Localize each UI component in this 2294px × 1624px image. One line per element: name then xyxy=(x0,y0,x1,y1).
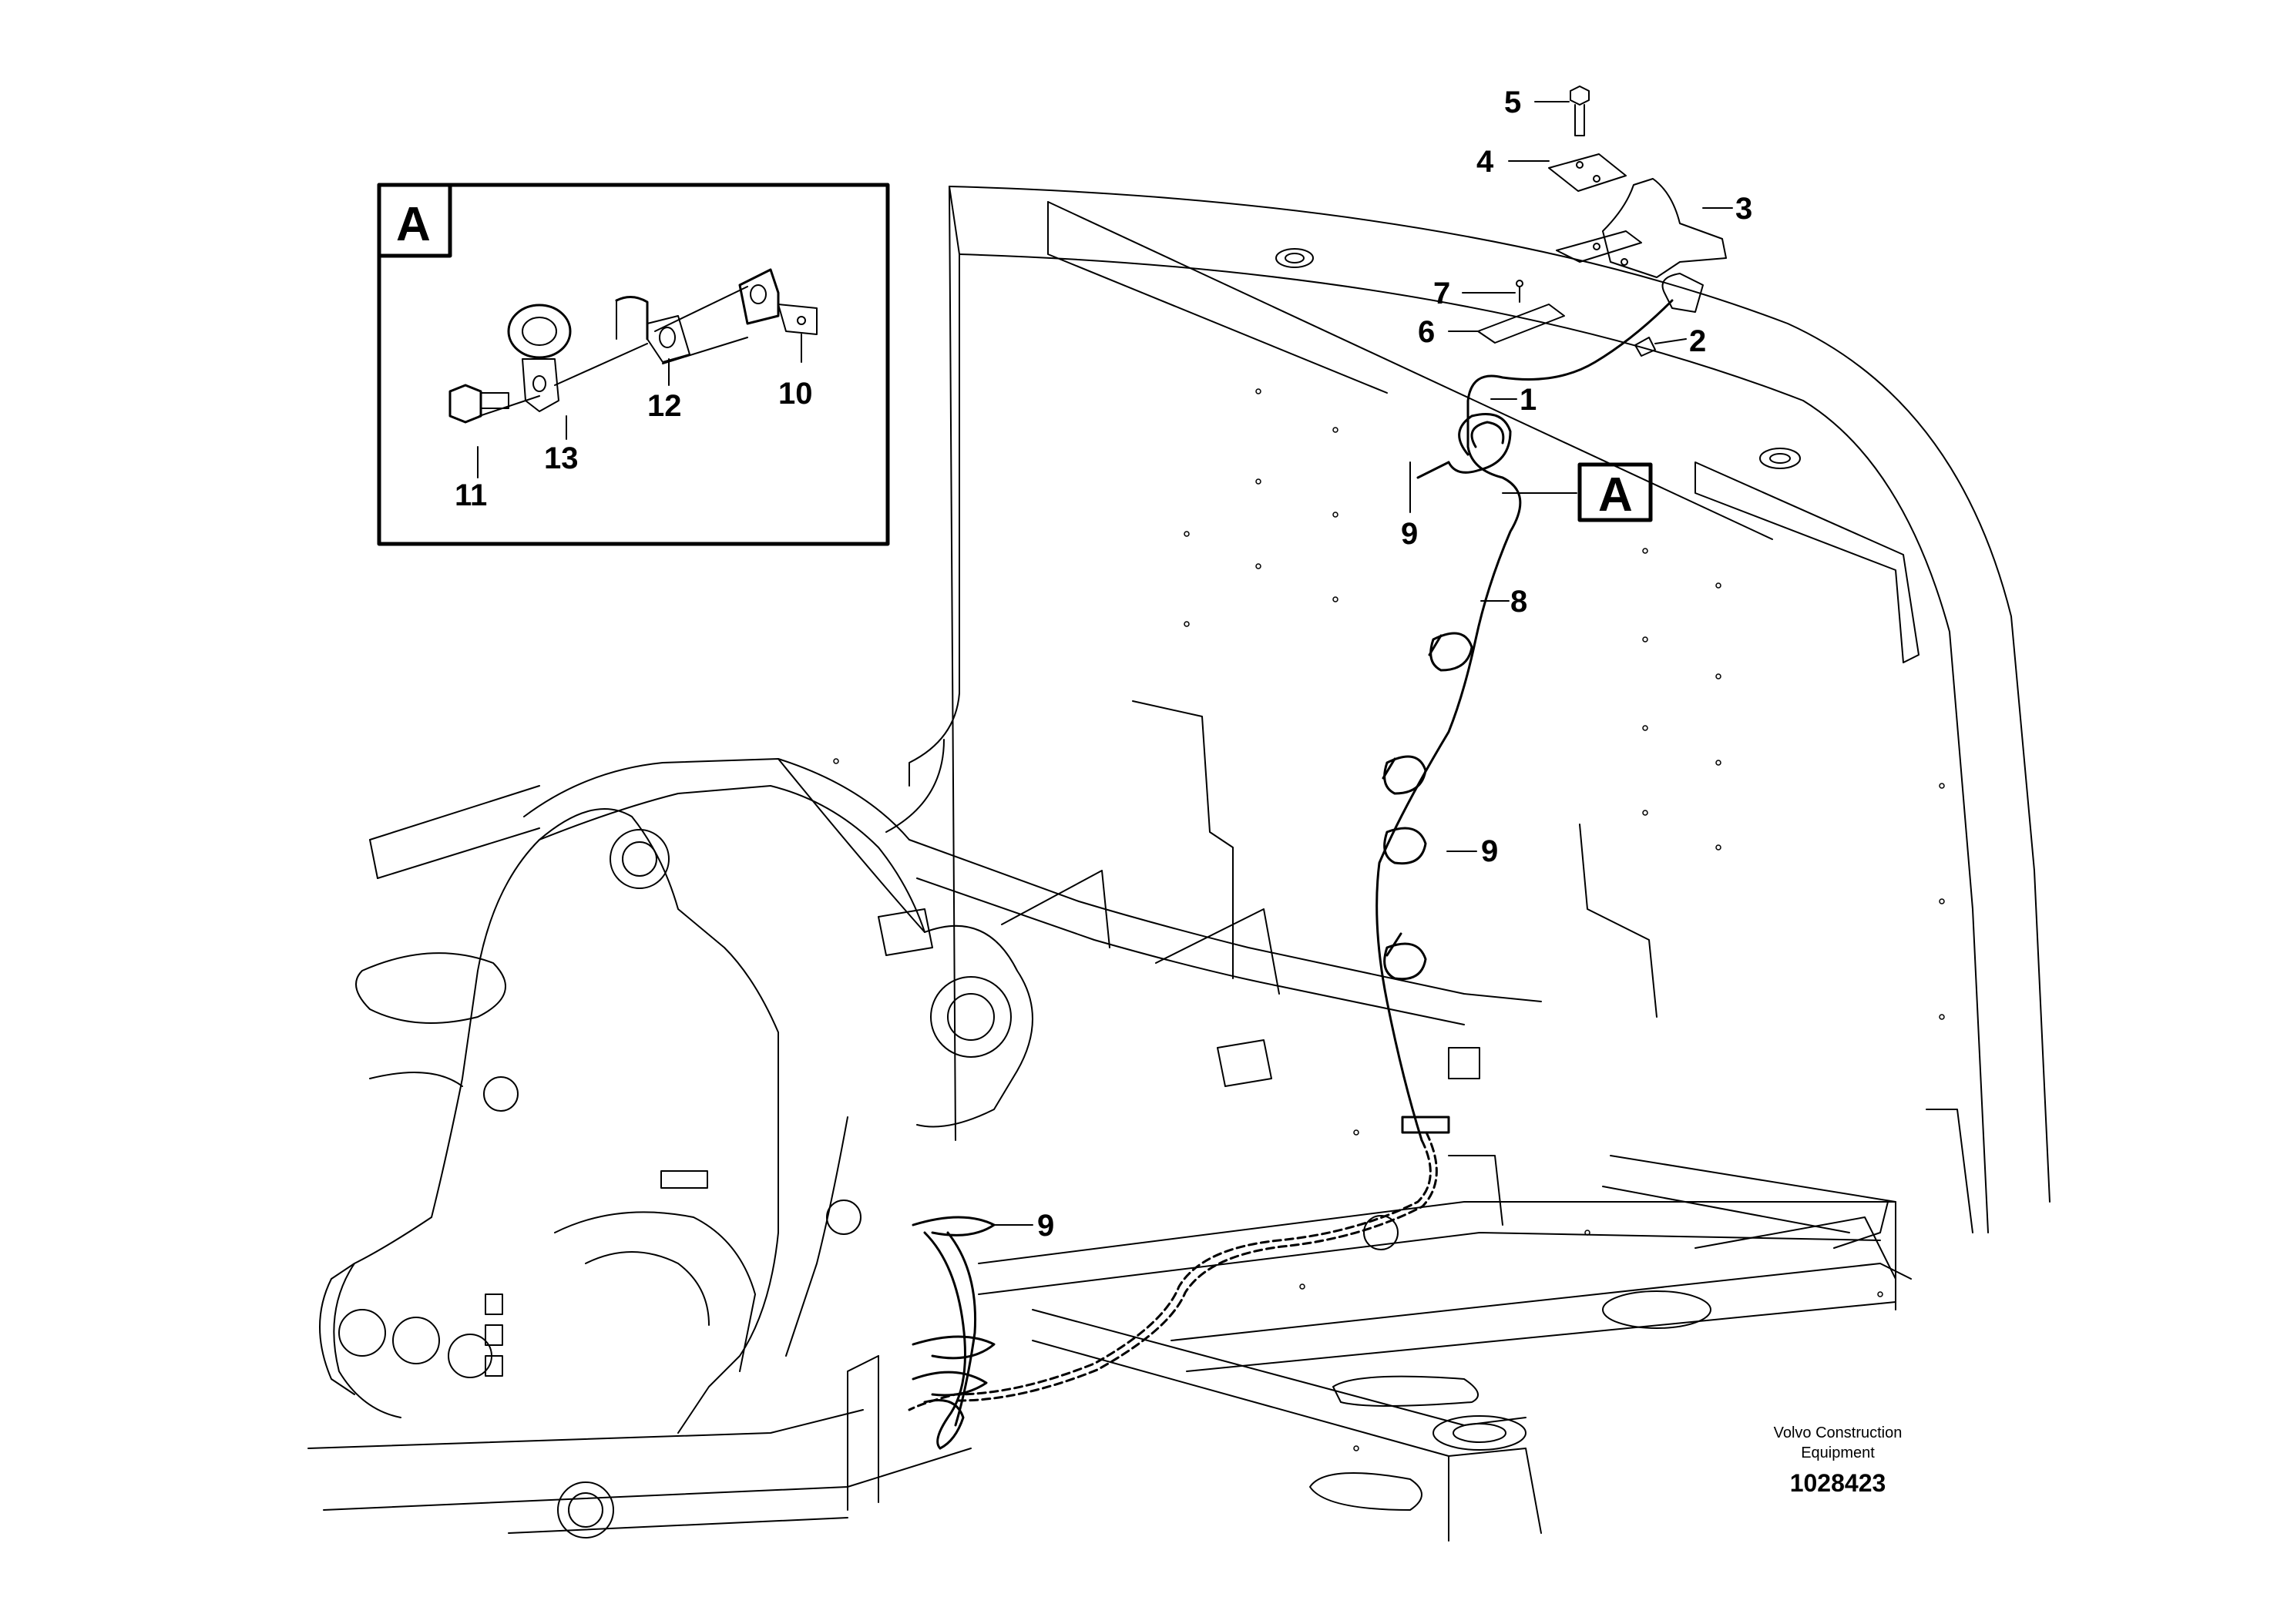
callout-13: 13 xyxy=(544,441,579,475)
callout-3: 3 xyxy=(1735,192,1752,226)
document-number: 1028423 xyxy=(1790,1469,1886,1497)
bracket-assembly xyxy=(1477,86,1727,357)
callout-9-bottom: 9 xyxy=(1037,1209,1054,1243)
cable-ties xyxy=(912,461,1473,1450)
drawing-credit: Volvo Construction Equipment 1028423 xyxy=(1774,1424,1903,1497)
callout-10: 10 xyxy=(778,377,813,411)
lower-chassis xyxy=(307,785,1912,1542)
callout-7: 7 xyxy=(1433,277,1450,310)
upper-frame-outline xyxy=(885,186,2050,1249)
callout-6: 6 xyxy=(1418,315,1435,349)
callout-4: 4 xyxy=(1476,145,1494,179)
callout-labels: 5 4 3 7 6 2 1 9 8 9 9 10 11 12 13 A A xyxy=(396,86,1752,1243)
panel-bosses xyxy=(1275,248,1801,469)
leader-lines xyxy=(477,101,1733,1226)
callout-5: 5 xyxy=(1504,86,1521,119)
cable-harness xyxy=(908,299,1674,1450)
boom-bracket xyxy=(319,758,1542,1434)
credit-line-1: Volvo Construction xyxy=(1774,1424,1903,1441)
credit-line-2: Equipment xyxy=(1801,1444,1875,1461)
detail-view-a xyxy=(377,183,890,546)
callout-11: 11 xyxy=(455,478,487,512)
panel-rivets xyxy=(833,388,1945,1451)
callout-9-middle: 9 xyxy=(1481,834,1498,868)
detail-a-reference-box xyxy=(1577,462,1653,522)
detail-a-marker: A xyxy=(1598,468,1633,522)
detail-box-title: A xyxy=(396,198,431,251)
callout-8: 8 xyxy=(1510,585,1527,619)
callout-12: 12 xyxy=(647,389,682,423)
callout-2: 2 xyxy=(1689,324,1706,358)
callout-9-top: 9 xyxy=(1401,517,1418,551)
callout-1: 1 xyxy=(1520,383,1537,417)
